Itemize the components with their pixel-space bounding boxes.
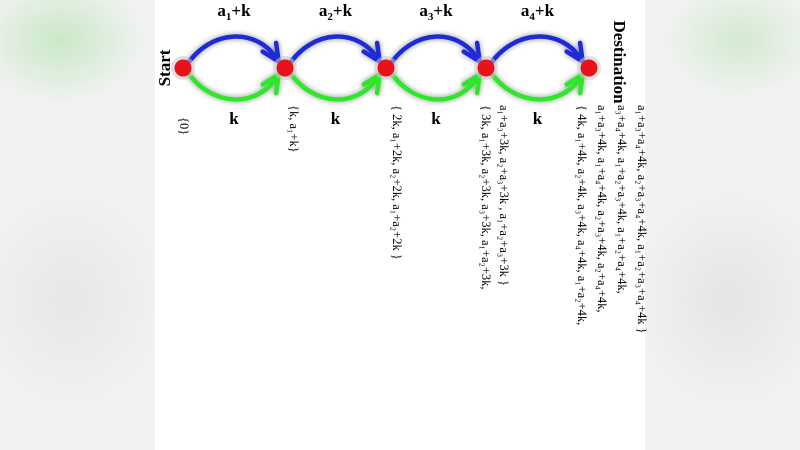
bottom-arc-label-2: k [331,109,341,128]
top-arc-label-2: a2+k [319,1,353,23]
top-arc-1 [183,34,281,69]
node-set-4-line-3: a₁+a₃+a₄+4k, a₂+a₃+a₄+4k, a₁+a₂+a₃+a₄+4k… [635,105,649,334]
node-2 [374,56,398,80]
node-set-1-line-0: {k, a₁+k} [287,105,301,153]
node-set-4-line-0: { 4k, a₁+4k, a₂+4k, a₃+4k, a₄+4k, a₁+a₂+… [575,105,589,325]
top-arc-label-3: a3+k [419,1,453,23]
bottom-arc-3 [386,67,482,102]
labels-layer: a1+k a2+k a3+k a4+k k k k k [217,1,554,128]
node-set-3-line-1: a₁+a₃+3k, a₂+a₃+3k , a₁+a₂+a₃+3k } [497,105,511,286]
node-1 [273,56,297,80]
node-set-1: {k, a₁+k} [287,105,301,153]
top-arc-label-4: a4+k [521,1,555,23]
node-set-4-line-2: a₃+a₄+4k, a₁+a₂+a₃+4k, a₁+a₂+a₄+4k, [615,105,629,294]
bottom-arc-1 [183,67,281,102]
nodes-layer [171,56,601,80]
top-arc-2 [285,34,382,69]
node-set-2-line-0: { 2k, a₁+2k, a₂+2k, a₁+a₂+2k } [390,105,404,260]
node-set-0-line-0: {0} [177,117,191,135]
node-set-4-line-1: a₁+a₃+4k, a₁+a₄+4k, a₂+a₃+4k, a₂+a₄+4k, [595,105,609,313]
top-arc-4 [486,34,585,69]
start-label: Start [155,49,174,86]
node-sets-layer: {0} {k, a₁+k} { 2k, a₁+2k, a₂+2k, a₁+a₂+2k… [177,105,649,334]
node-set-4: { 4k, a₁+4k, a₂+4k, a₃+4k, a₄+4k, a₁+a₂+… [575,105,649,334]
top-arc-label-1: a1+k [217,1,251,23]
node-set-3-line-0: { 3k, a₁+3k, a₂+3k, a₃+3k, a₁+a₂+3k, [479,105,493,290]
node-4 [577,56,601,80]
node-0 [171,56,195,80]
node-set-2: { 2k, a₁+2k, a₂+2k, a₁+a₂+2k } [390,105,404,260]
bottom-arc-2 [285,67,382,102]
bottom-arc-label-3: k [431,109,441,128]
node-set-3: { 3k, a₁+3k, a₂+3k, a₃+3k, a₁+a₂+3k, a₁+a… [479,105,511,290]
top-arc-3 [386,34,482,69]
bottom-arc-4 [486,67,585,102]
destination-label: Destination [610,20,629,104]
node-3 [474,56,498,80]
diagram-panel [155,0,645,450]
node-set-0: {0} [177,117,191,135]
bottom-arc-label-1: k [229,109,239,128]
bottom-arc-label-4: k [533,109,543,128]
